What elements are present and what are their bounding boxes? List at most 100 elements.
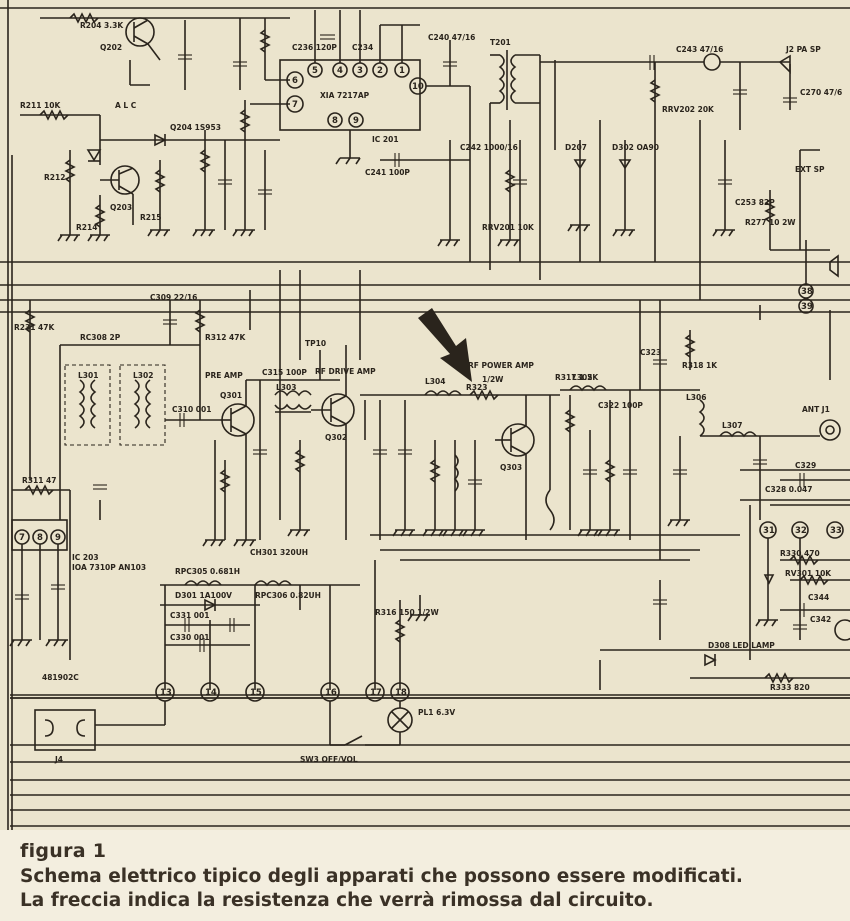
- label-r215: R215: [140, 213, 161, 222]
- label-q204: Q204 1S953: [170, 123, 221, 132]
- label-alc: A L C: [115, 101, 137, 110]
- label-ic203-part: IOA 7310P AN103: [72, 563, 146, 572]
- ic-pin-5: 5: [312, 66, 318, 76]
- label-terminal-14: 14: [205, 688, 217, 698]
- caption-title: figura 1: [20, 840, 107, 862]
- terminal-14: [200, 682, 220, 702]
- label-r330: R330 470: [780, 549, 820, 558]
- label-t201: T201: [490, 38, 511, 47]
- label-q303: Q303: [500, 463, 522, 472]
- label-terminal-16: 16: [325, 688, 337, 698]
- label-terminal-17: 17: [370, 688, 382, 698]
- label-l301: L301: [78, 371, 98, 380]
- label-l304: L304: [425, 377, 445, 386]
- label-q202: Q202: [100, 43, 122, 52]
- ic-pin-6: 6: [292, 76, 298, 86]
- label-r204: R204 3.3K: [80, 21, 124, 30]
- label-c270: C270 47/6: [800, 88, 842, 97]
- ic203-pin-7: 7: [19, 533, 25, 543]
- ic-pin-1: 1: [399, 66, 405, 76]
- label-r316: R316 150 1/2W: [375, 608, 439, 617]
- right-lower: [759, 521, 850, 641]
- label-rc308: RC308 2P: [80, 333, 121, 342]
- ic-pin-7: 7: [292, 100, 298, 110]
- label-rv301: RV301 10K: [785, 569, 832, 578]
- label-l306: L306: [686, 393, 706, 402]
- ic-pin-3: 3: [357, 66, 363, 76]
- label-q302: Q302: [325, 433, 347, 442]
- alc-area: [20, 86, 516, 262]
- top-section: [40, 10, 470, 165]
- label-c253: C253 82P: [735, 198, 775, 207]
- caption-line-2: La freccia indica la resistenza che verr…: [20, 890, 654, 911]
- label-d302: D302 OA90: [612, 143, 659, 152]
- label-r211: R211 10K: [20, 101, 61, 110]
- label-rf-power-amp: RF POWER AMP: [468, 361, 534, 370]
- label-rpc306: RPC306 0.82UH: [255, 591, 321, 600]
- label-terminal-13: 13: [160, 688, 172, 698]
- ic-pin-8: 8: [332, 116, 338, 126]
- label-d301: D301 1A100V: [175, 591, 232, 600]
- label-ext-sp: EXT SP: [795, 165, 825, 174]
- label-c240: C240 47/16: [428, 33, 475, 42]
- label-d207: D207: [565, 143, 587, 152]
- terminal-33: 33: [830, 526, 842, 536]
- label-q203: Q203: [110, 203, 132, 212]
- terminal-17: [365, 682, 385, 702]
- circuit-schematic: R204 3.3K Q202 C236 120P C234 5 4 3 2 1 …: [0, 0, 850, 830]
- terminal-31: 31: [763, 526, 775, 536]
- label-c323: C323: [640, 348, 661, 357]
- label-rpc305: RPC305 0.681H: [175, 567, 240, 576]
- j4-connector: [34, 701, 166, 751]
- label-j4: J4: [54, 755, 63, 764]
- t201-area: [489, 50, 839, 380]
- label-ic201-part: XIA 7217AP: [320, 91, 370, 100]
- label-tp10: TP10: [305, 339, 326, 348]
- label-c330: C330 001: [170, 633, 209, 642]
- label-r323-value: 1/2W: [482, 375, 504, 384]
- label-c315: C315 100P: [262, 368, 307, 377]
- label-l303: L303: [276, 383, 296, 392]
- label-d308: D308 LED LAMP: [708, 641, 775, 650]
- label-ic203: IC 203: [72, 553, 99, 562]
- rf-stages: [24, 270, 850, 660]
- label-c234: C234: [352, 43, 373, 52]
- label-c329: C329: [795, 461, 816, 470]
- terminal-32: 32: [795, 526, 807, 536]
- ic-pin-2: 2: [377, 66, 383, 76]
- label-terminal-15: 15: [250, 688, 262, 698]
- label-rrv202: RRV202 20K: [662, 105, 715, 114]
- lower-left: [11, 484, 850, 690]
- label-l305: L305: [572, 373, 592, 382]
- label-pre-amp: PRE AMP: [205, 371, 243, 380]
- label-q301: Q301: [220, 391, 242, 400]
- terminal-39: 39: [801, 302, 813, 312]
- ic-pin-10: 10: [412, 82, 424, 92]
- figure-caption: figura 1 Schema elettrico tipico degli a…: [0, 830, 850, 921]
- label-r333: R333 820: [770, 683, 810, 692]
- label-c344: C344: [808, 593, 829, 602]
- label-c328: C328 0.047: [765, 485, 813, 494]
- label-c243: C243 47/16: [676, 45, 723, 54]
- label-part-code: 481902C: [42, 673, 79, 682]
- label-c241: C241 100P: [365, 168, 410, 177]
- label-l307: L307: [722, 421, 742, 430]
- label-c342: C342: [810, 615, 831, 624]
- label-c242: C242 1000/16: [460, 143, 518, 152]
- label-r214: R214: [76, 223, 97, 232]
- label-r212: R212: [44, 173, 65, 182]
- label-c310: C310 001: [172, 405, 211, 414]
- label-c236: C236 120P: [292, 43, 337, 52]
- label-l302: L302: [133, 371, 153, 380]
- ic203-pin-8: 8: [37, 533, 43, 543]
- label-r312: R312 47K: [205, 333, 246, 342]
- label-pl1: PL1 6.3V: [418, 708, 455, 717]
- label-r318: R318 1K: [682, 361, 718, 370]
- terminal-15: [245, 682, 265, 702]
- label-r323: R323: [466, 383, 487, 392]
- label-ic201: IC 201: [372, 135, 399, 144]
- pl1-lamp: [329, 701, 413, 746]
- ic-pin-9: 9: [353, 116, 359, 126]
- label-r231: R231 47K: [14, 323, 55, 332]
- label-r311: R311 47: [22, 476, 56, 485]
